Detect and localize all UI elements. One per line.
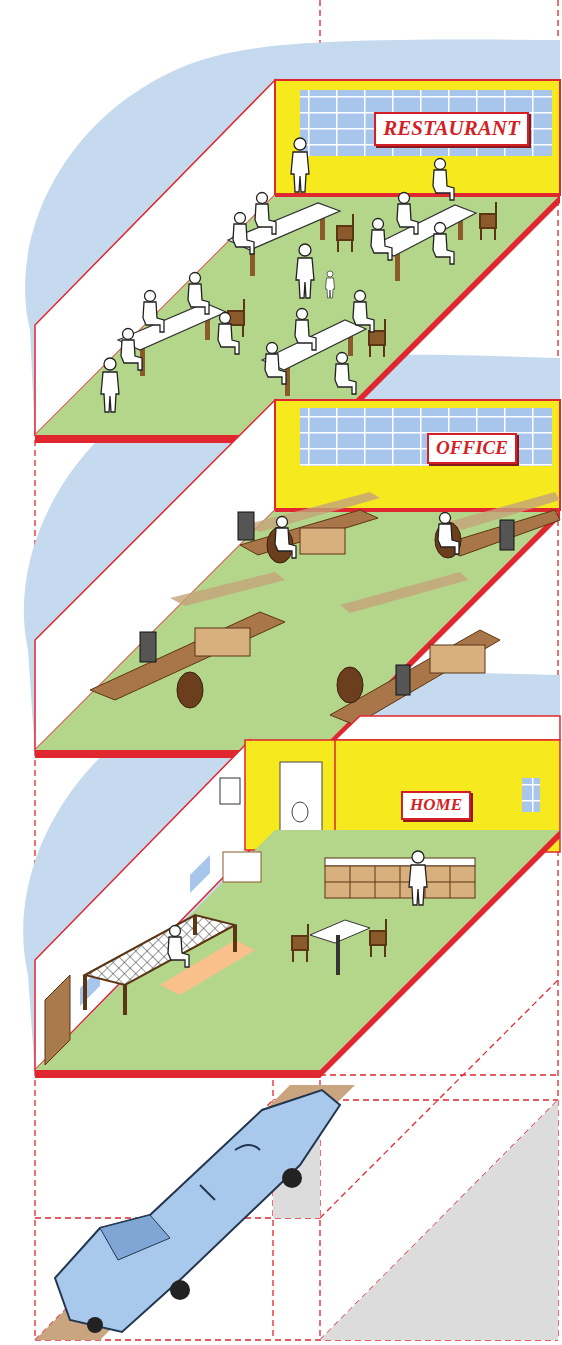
office-chairs bbox=[177, 522, 461, 708]
diner bbox=[371, 219, 392, 261]
diner bbox=[335, 353, 356, 395]
sign-text: RESTAURANT bbox=[383, 117, 520, 140]
room-top bbox=[335, 716, 560, 740]
bed-legs bbox=[85, 915, 235, 1015]
parking-level bbox=[35, 1085, 558, 1340]
diner bbox=[143, 291, 164, 333]
window-band bbox=[300, 408, 552, 466]
car-detail bbox=[200, 1145, 260, 1200]
cabinet bbox=[223, 852, 261, 882]
sign-board: OFFICE bbox=[427, 433, 517, 464]
desk-panel bbox=[170, 572, 285, 606]
diner bbox=[188, 273, 209, 315]
cook bbox=[409, 851, 427, 905]
office-floor bbox=[35, 400, 560, 758]
chair bbox=[337, 214, 353, 252]
wall-window bbox=[190, 855, 210, 893]
musician bbox=[101, 358, 119, 412]
drawer-lines bbox=[325, 866, 475, 898]
bathroom-door bbox=[280, 762, 322, 834]
diner bbox=[255, 193, 276, 235]
diner bbox=[121, 329, 142, 371]
seated-person bbox=[168, 926, 189, 968]
car-wheel bbox=[170, 1280, 190, 1300]
picture-frame bbox=[220, 778, 240, 804]
table-leg bbox=[336, 935, 340, 975]
slab-edge bbox=[35, 510, 560, 758]
monitor bbox=[396, 665, 410, 695]
car-wheel bbox=[282, 1168, 302, 1188]
office-chair bbox=[337, 667, 363, 703]
toilet bbox=[292, 802, 308, 822]
chair bbox=[292, 924, 308, 962]
office-chair bbox=[177, 672, 203, 708]
car-wheel bbox=[87, 1317, 103, 1333]
table-leg bbox=[395, 253, 400, 281]
desk-top bbox=[330, 630, 500, 725]
diner bbox=[218, 313, 239, 355]
diner bbox=[353, 291, 374, 333]
home-floor bbox=[35, 716, 560, 1345]
diner bbox=[397, 193, 418, 235]
desks bbox=[90, 492, 560, 725]
floor-slab bbox=[35, 510, 560, 750]
office-worker bbox=[438, 513, 459, 555]
office-worker bbox=[275, 517, 296, 559]
car-windshield bbox=[100, 1215, 170, 1260]
child bbox=[326, 271, 335, 298]
slab-edge bbox=[35, 830, 560, 1078]
window bbox=[522, 778, 540, 812]
back-wall bbox=[275, 400, 560, 510]
waiter bbox=[291, 138, 309, 192]
car-body bbox=[55, 1090, 340, 1332]
parent bbox=[296, 244, 314, 298]
tables bbox=[118, 203, 476, 370]
diner bbox=[233, 213, 254, 255]
diner bbox=[433, 223, 454, 265]
diner bbox=[295, 309, 316, 351]
monitor bbox=[500, 520, 514, 550]
window-band bbox=[300, 90, 552, 156]
desk-drawers bbox=[430, 645, 485, 673]
sign-text: OFFICE bbox=[436, 438, 508, 459]
kitchen-drawers bbox=[325, 866, 475, 898]
chair bbox=[480, 202, 496, 240]
monitor bbox=[140, 632, 156, 662]
bed bbox=[85, 915, 235, 985]
sign-board: RESTAURANT bbox=[374, 112, 529, 146]
parking-floor bbox=[320, 1100, 558, 1340]
chair bbox=[370, 919, 386, 957]
desk-top bbox=[240, 510, 378, 555]
diner bbox=[265, 343, 286, 385]
door bbox=[45, 975, 70, 1065]
monitors bbox=[140, 512, 514, 695]
sky-clouds bbox=[23, 40, 560, 1075]
slab-edge bbox=[275, 193, 560, 197]
sign-board: HOME bbox=[401, 791, 471, 820]
parking-stripe bbox=[35, 1085, 355, 1340]
floor-slab bbox=[35, 830, 560, 1070]
desk-drawers bbox=[300, 528, 345, 554]
desk-drawers bbox=[195, 628, 250, 656]
monitor bbox=[238, 512, 254, 540]
back-wall bbox=[275, 80, 560, 195]
restaurant-floor bbox=[35, 80, 560, 443]
desk-panel bbox=[340, 572, 468, 613]
violinist bbox=[433, 159, 454, 201]
sign-text: HOME bbox=[410, 796, 462, 815]
counter-top bbox=[325, 858, 475, 866]
